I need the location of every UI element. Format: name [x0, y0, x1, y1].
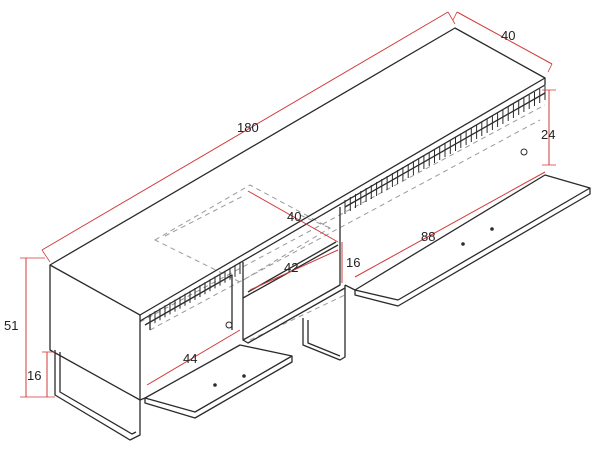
dim-height: 51 [4, 318, 18, 333]
dim-compartment-height: 24 [541, 127, 555, 142]
dim-shelf-depth: 40 [287, 209, 301, 224]
dim-leg-height: 16 [27, 368, 41, 383]
dimension-lines [20, 11, 556, 398]
doors [144, 174, 591, 419]
door-knobs [213, 227, 494, 387]
left-side-panel [49, 272, 141, 401]
hidden-lines [139, 104, 546, 395]
legs [54, 285, 346, 441]
dim-depth: 40 [501, 28, 515, 43]
dim-length: 180 [237, 120, 259, 135]
dim-shelf-width: 42 [284, 260, 298, 275]
right-leg [302, 285, 346, 361]
top-panel-front-edge [139, 78, 546, 322]
dim-right-door-width: 88 [421, 229, 435, 244]
open-shelf-box [242, 207, 341, 341]
left-leg [54, 350, 141, 441]
fluted-slats [149, 86, 546, 326]
dim-shelf-height: 16 [346, 255, 360, 270]
left-door [144, 344, 293, 413]
dimension-labels: 180 40 24 51 16 40 42 16 88 44 [4, 28, 555, 383]
latches [225, 148, 528, 329]
right-door [354, 174, 591, 301]
dim-left-door-width: 44 [183, 351, 197, 366]
